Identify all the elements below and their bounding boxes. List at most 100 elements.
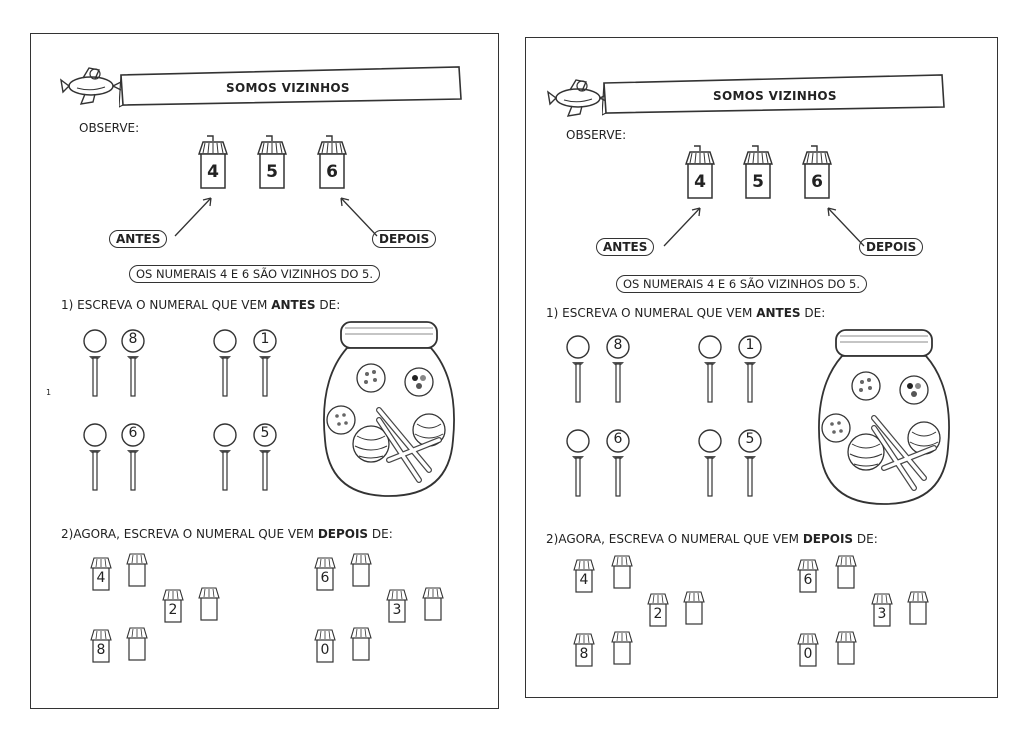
lollipop-blank bbox=[566, 428, 590, 498]
lollipop-digit: 6 bbox=[613, 431, 623, 447]
title-banner bbox=[602, 74, 945, 116]
mini-house-number: 4 bbox=[89, 554, 113, 592]
title-banner bbox=[119, 66, 462, 108]
lollipop-number: 6 bbox=[606, 428, 630, 498]
airplane-icon bbox=[547, 79, 608, 117]
example-house-5: 5 bbox=[740, 144, 776, 200]
mini-house-blank bbox=[682, 588, 706, 626]
lollipop-blank bbox=[566, 334, 590, 404]
question-1: 1) ESCREVA O NUMERAL QUE VEM ANTES DE: bbox=[546, 306, 825, 320]
q1-suffix: DE: bbox=[800, 306, 826, 320]
mini-house-number: 0 bbox=[796, 630, 820, 668]
mini-house-digit: 2 bbox=[168, 602, 178, 618]
question-2: 2)AGORA, ESCREVA O NUMERAL QUE VEM DEPOI… bbox=[61, 527, 393, 541]
q2-bold: DEPOIS bbox=[802, 532, 854, 546]
q1-suffix: DE: bbox=[315, 298, 341, 312]
mini-house-blank bbox=[834, 628, 858, 666]
depois-label: DEPOIS bbox=[372, 230, 437, 248]
example-number: 4 bbox=[694, 172, 706, 192]
lollipop-digit: 5 bbox=[745, 431, 755, 447]
mini-house-digit: 8 bbox=[96, 642, 106, 658]
mini-house-blank bbox=[125, 624, 149, 662]
arrow-depois-icon bbox=[827, 207, 865, 247]
q1-prefix: 1) ESCREVA O NUMERAL QUE VEM bbox=[61, 298, 272, 312]
mini-house-number: 8 bbox=[572, 630, 596, 668]
q1-bold: ANTES bbox=[271, 298, 316, 312]
lollipop-blank bbox=[213, 422, 237, 492]
lollipop-blank bbox=[83, 328, 107, 398]
lollipop-number: 8 bbox=[121, 328, 145, 398]
mini-house-blank bbox=[421, 584, 445, 622]
mini-house-digit: 4 bbox=[579, 572, 589, 588]
summary-text: OS NUMERAIS 4 E 6 SÃO VIZINHOS DO 5. bbox=[616, 275, 868, 293]
depois-label: DEPOIS bbox=[859, 238, 924, 256]
lollipop-number: 1 bbox=[253, 328, 277, 398]
q2-prefix: 2)AGORA, ESCREVA O NUMERAL QUE VEM bbox=[61, 527, 318, 541]
lollipop-blank bbox=[83, 422, 107, 492]
mini-house-digit: 2 bbox=[653, 606, 663, 622]
q2-suffix: DE: bbox=[368, 527, 393, 541]
mini-house-number: 4 bbox=[572, 556, 596, 594]
example-number: 5 bbox=[752, 172, 764, 192]
worksheet-left: SOMOS VIZINHOS OBSERVE: 4 5 6 ANTES DEPO… bbox=[30, 33, 499, 709]
lollipop-digit: 1 bbox=[260, 331, 270, 347]
mini-house-digit: 6 bbox=[320, 570, 330, 586]
mini-house-number: 6 bbox=[796, 556, 820, 594]
candy-jar-icon bbox=[818, 329, 950, 505]
arrow-antes-icon bbox=[174, 197, 212, 237]
mini-house-blank bbox=[197, 584, 221, 622]
mini-house-number: 3 bbox=[385, 586, 409, 624]
antes-label: ANTES bbox=[109, 230, 168, 248]
example-house-6: 6 bbox=[799, 144, 835, 200]
mini-house-digit: 8 bbox=[579, 646, 589, 662]
mini-house-number: 8 bbox=[89, 626, 113, 664]
question-2: 2)AGORA, ESCREVA O NUMERAL QUE VEM DEPOI… bbox=[546, 532, 878, 546]
page-title: SOMOS VIZINHOS bbox=[226, 81, 350, 95]
page-mark: 1 bbox=[46, 388, 52, 397]
mini-house-number: 2 bbox=[646, 590, 670, 628]
mini-house-digit: 3 bbox=[877, 606, 887, 622]
q2-bold: DEPOIS bbox=[317, 527, 369, 541]
mini-house-blank bbox=[349, 624, 373, 662]
mini-house-digit: 4 bbox=[96, 570, 106, 586]
lollipop-number: 5 bbox=[738, 428, 762, 498]
mini-house-blank bbox=[610, 552, 634, 590]
mini-house-digit: 0 bbox=[803, 646, 813, 662]
question-1: 1) ESCREVA O NUMERAL QUE VEM ANTES DE: bbox=[61, 298, 340, 312]
lollipop-digit: 5 bbox=[260, 425, 270, 441]
mini-house-digit: 0 bbox=[320, 642, 330, 658]
lollipop-blank bbox=[213, 328, 237, 398]
q2-suffix: DE: bbox=[853, 532, 878, 546]
lollipop-blank bbox=[698, 334, 722, 404]
example-number: 4 bbox=[207, 162, 219, 182]
mini-house-blank bbox=[610, 628, 634, 666]
example-number: 5 bbox=[266, 162, 278, 182]
arrow-depois-icon bbox=[340, 197, 378, 237]
page-title: SOMOS VIZINHOS bbox=[713, 89, 837, 103]
mini-house-blank bbox=[125, 550, 149, 588]
lollipop-digit: 8 bbox=[128, 331, 138, 347]
arrow-antes-icon bbox=[663, 207, 701, 247]
lollipop-digit: 1 bbox=[745, 337, 755, 353]
lollipop-number: 6 bbox=[121, 422, 145, 492]
lollipop-digit: 8 bbox=[613, 337, 623, 353]
lollipop-blank bbox=[698, 428, 722, 498]
lollipop-number: 5 bbox=[253, 422, 277, 492]
summary-text: OS NUMERAIS 4 E 6 SÃO VIZINHOS DO 5. bbox=[129, 265, 381, 283]
lollipop-number: 1 bbox=[738, 334, 762, 404]
mini-house-blank bbox=[349, 550, 373, 588]
example-house-4: 4 bbox=[195, 134, 231, 190]
observe-label: OBSERVE: bbox=[79, 121, 140, 135]
observe-label: OBSERVE: bbox=[566, 128, 627, 142]
mini-house-digit: 6 bbox=[803, 572, 813, 588]
mini-house-number: 2 bbox=[161, 586, 185, 624]
antes-label: ANTES bbox=[596, 238, 655, 256]
lollipop-number: 8 bbox=[606, 334, 630, 404]
example-number: 6 bbox=[326, 162, 338, 182]
airplane-icon bbox=[60, 67, 121, 105]
example-house-4: 4 bbox=[682, 144, 718, 200]
q1-prefix: 1) ESCREVA O NUMERAL QUE VEM bbox=[546, 306, 757, 320]
mini-house-digit: 3 bbox=[392, 602, 402, 618]
mini-house-number: 6 bbox=[313, 554, 337, 592]
mini-house-number: 3 bbox=[870, 590, 894, 628]
